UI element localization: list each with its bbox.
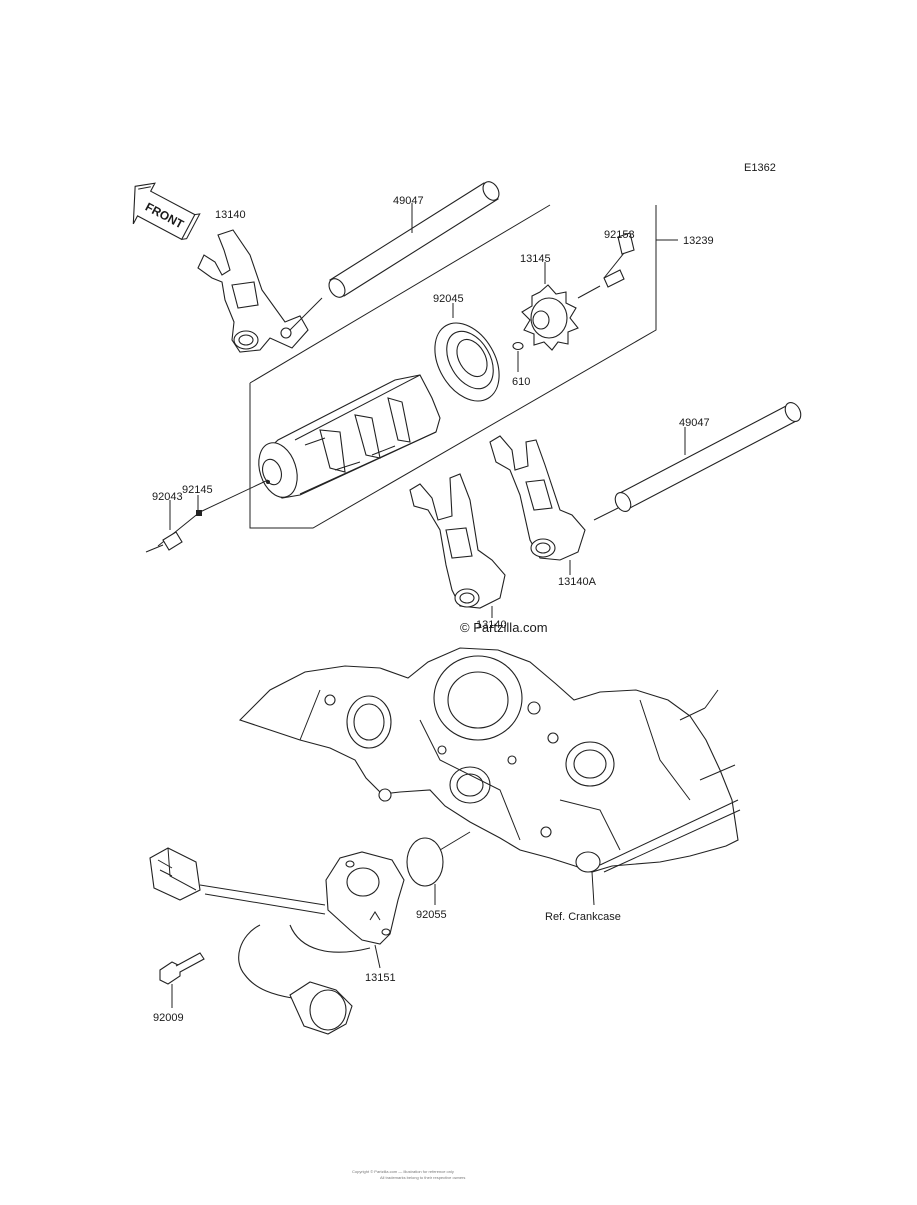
label-bearing: 92045 (433, 293, 464, 305)
watermark-text: © Partzilla.com (460, 620, 548, 635)
label-fork-upper: 13140 (215, 209, 246, 221)
label-shaft-lower: 49047 (679, 417, 710, 429)
crankcase (238, 647, 741, 906)
label-dowel: 610 (512, 376, 530, 388)
bearing (434, 303, 500, 402)
label-crankcase: Ref. Crankcase (545, 911, 621, 923)
label-fork-right: 13140A (558, 576, 597, 588)
shift-fork-left (409, 473, 506, 618)
bolt (159, 952, 205, 1008)
diagram-code: E1362 (744, 162, 776, 174)
shaft-lower (593, 402, 802, 521)
shift-drum (258, 374, 441, 499)
wire-connector (149, 847, 201, 901)
footer-line-1: Copyright © Partzilla.com — Illustration… (352, 1169, 454, 1174)
label-plunger-spring: 92145 (182, 484, 213, 496)
label-fork-left: 13140 (476, 619, 507, 631)
gear-position-sensor (199, 851, 405, 999)
assembly-bracket (249, 204, 657, 529)
shift-fork-right (489, 435, 586, 575)
label-pin-set: 92153 (604, 229, 635, 241)
label-assembly: 13239 (683, 235, 714, 247)
footer-line-2: All trademarks belong to their respectiv… (380, 1175, 465, 1180)
label-oring: 92055 (416, 909, 447, 921)
label-holder: 13145 (520, 253, 551, 265)
sensor-plug (289, 981, 353, 1035)
label-sensor: 13151 (365, 972, 396, 984)
dowel-pin (512, 341, 524, 372)
drum-plunger (145, 479, 269, 553)
o-ring (406, 831, 471, 905)
label-shaft-upper: 49047 (393, 195, 424, 207)
label-plunger: 92043 (152, 491, 183, 503)
shaft-upper (328, 181, 500, 298)
bolt-pin-set (577, 232, 635, 299)
shift-fork-upper (197, 229, 323, 353)
shift-drum-holder (521, 262, 579, 351)
front-arrow-icon: FRONT (132, 182, 201, 241)
label-bolt: 92009 (153, 1012, 184, 1024)
